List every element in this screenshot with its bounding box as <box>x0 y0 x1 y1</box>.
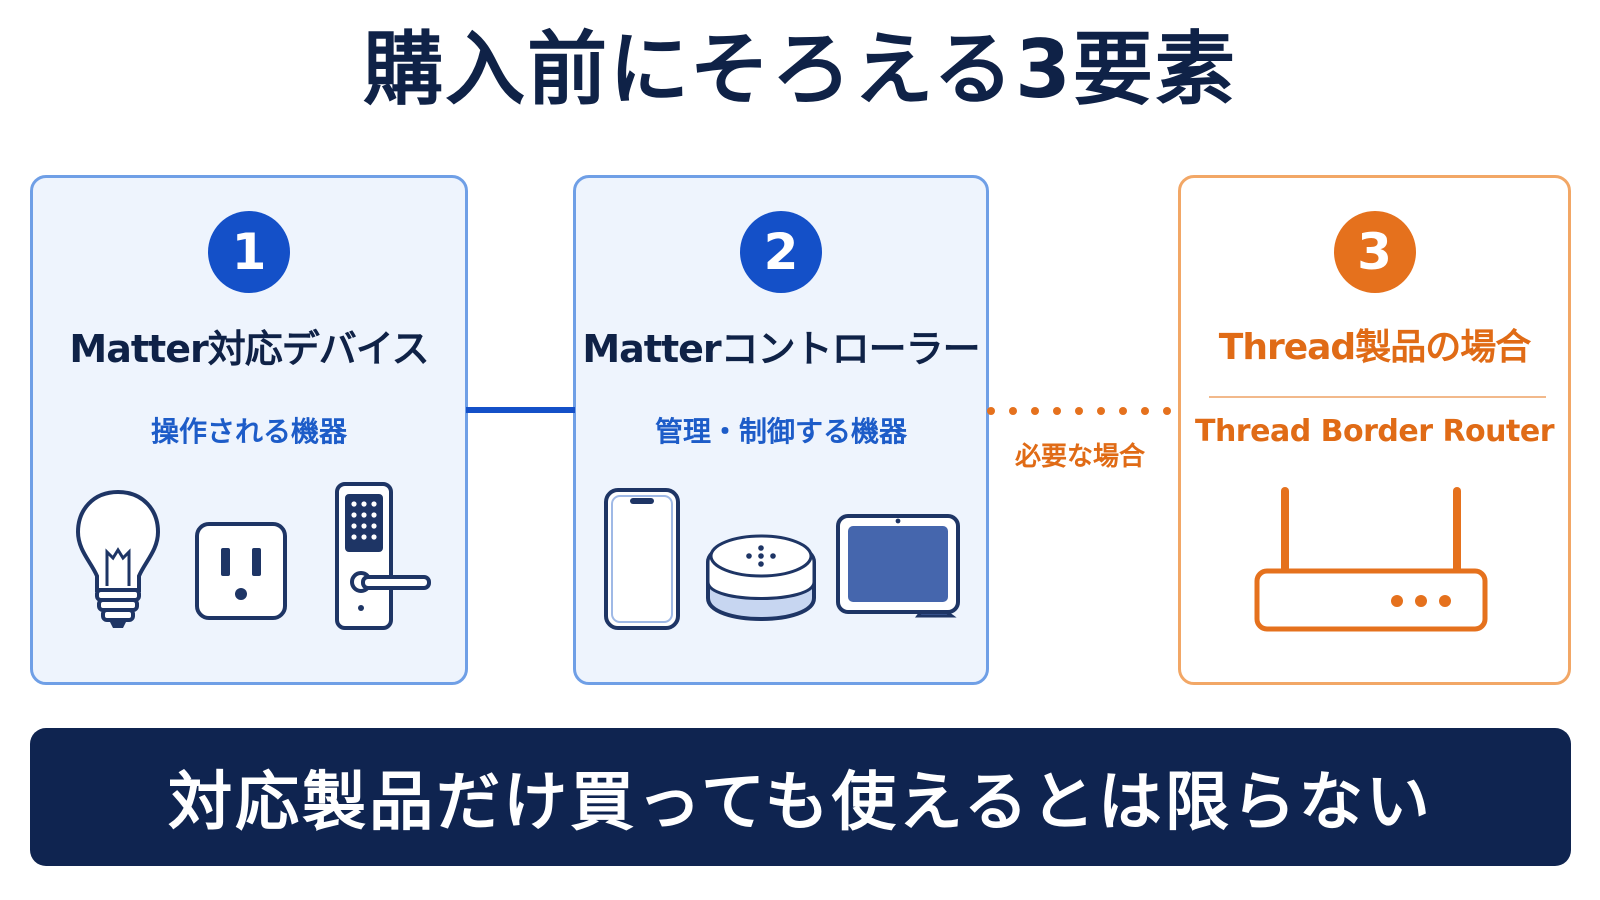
card-subtitle: 管理・制御する機器 <box>654 415 907 448</box>
smart-speaker-icon <box>706 534 816 621</box>
smartphone-icon <box>604 488 680 630</box>
power-outlet-icon <box>195 522 287 620</box>
card-matter-controller: 2 Matterコントローラー 管理・制御する機器 <box>573 175 989 685</box>
card-title: Thread製品の場合 <box>1218 327 1531 368</box>
step-badge-1: 1 <box>208 211 290 293</box>
page-title: 購入前にそろえる3要素 <box>363 23 1237 116</box>
card-subtitle: 操作される機器 <box>150 415 347 448</box>
card-thread-border-router: 3 Thread製品の場合 Thread Border Router <box>1178 175 1571 685</box>
summary-banner: 対応製品だけ買っても使えるとは限らない <box>30 728 1571 866</box>
step-badge-3: 3 <box>1333 211 1416 293</box>
smart-display-icon <box>836 514 960 618</box>
card-title: Matterコントローラー <box>582 327 980 371</box>
banner-text: 対応製品だけ買っても使えるとは限らない <box>168 766 1433 840</box>
card-divider <box>1209 396 1546 398</box>
card-matter-device: 1 Matter対応デバイス 操作される機器 <box>30 175 468 685</box>
step-badge-2: 2 <box>740 211 822 293</box>
dotted-connector-line <box>987 407 1171 415</box>
card-subtitle: Thread Border Router <box>1194 414 1555 449</box>
connector-label: 必要な場合 <box>1014 442 1145 472</box>
card-title: Matter対応デバイス <box>69 327 429 371</box>
solid-connector-line <box>466 407 575 413</box>
router-icon <box>1254 487 1488 632</box>
smart-lock-icon <box>335 482 431 630</box>
light-bulb-icon <box>75 489 161 628</box>
